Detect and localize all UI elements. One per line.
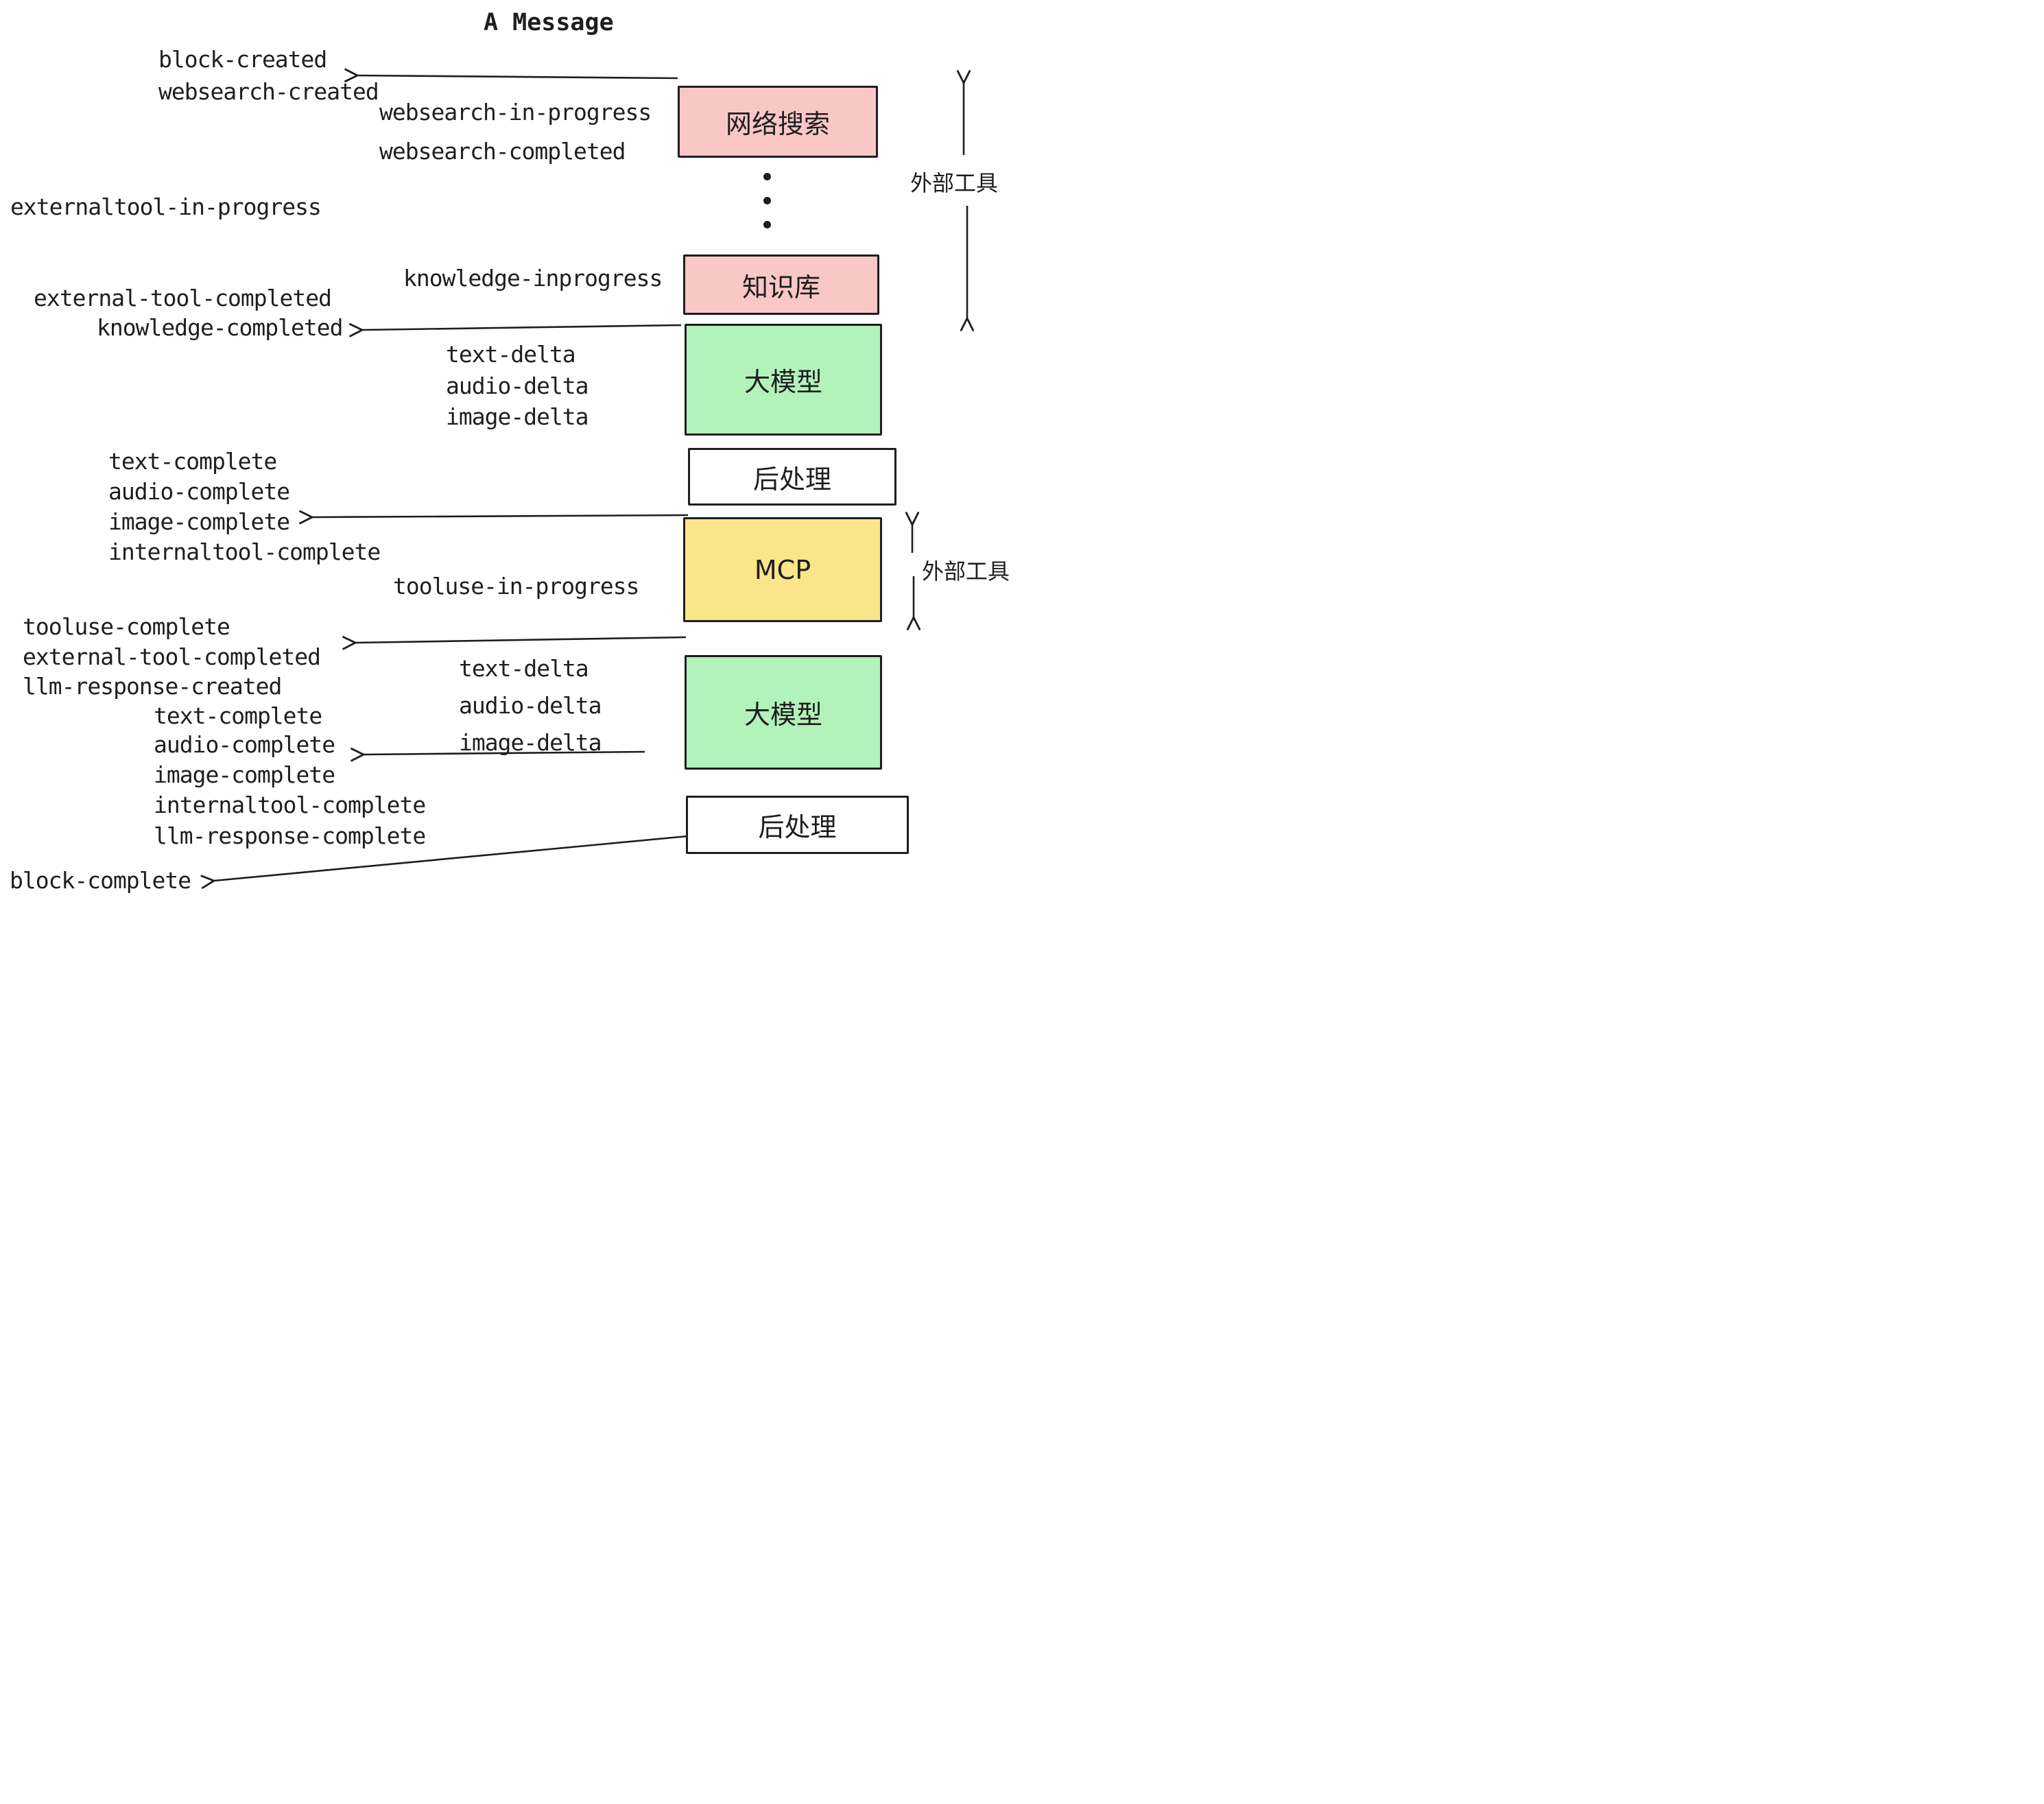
box-postprocess-1: 后处理: [688, 448, 896, 506]
box-llm-1-label: 大模型: [744, 367, 822, 397]
event-audio-complete-2: audio-complete: [154, 731, 335, 758]
arrow-knowledge-completed: [348, 323, 682, 337]
box-postprocess-2: 后处理: [686, 796, 909, 854]
event-text-complete-1: text-complete: [108, 448, 277, 475]
vertical-ellipsis-dot: [763, 173, 771, 180]
event-text-delta-1: text-delta: [446, 341, 576, 368]
diagram-title: A Message: [484, 9, 614, 36]
event-image-complete-1: image-complete: [108, 508, 290, 535]
event-block-complete: block-complete: [10, 867, 191, 894]
event-knowledge-completed: knowledge-completed: [97, 314, 343, 341]
message-flow-diagram: A Message block-created websearch-create…: [0, 0, 1022, 902]
event-audio-delta-2: audio-delta: [459, 692, 602, 719]
arrow-websearch-created: [344, 68, 678, 82]
event-text-complete-2: text-complete: [154, 702, 322, 729]
box-websearch: 网络搜索: [678, 86, 878, 158]
event-image-delta-2: image-delta: [459, 729, 602, 756]
box-postprocess-2-label: 后处理: [758, 812, 837, 842]
box-postprocess-1-label: 后处理: [752, 464, 831, 495]
box-llm-2-label: 大模型: [744, 700, 822, 730]
event-tooluse-complete: tooluse-complete: [23, 613, 230, 640]
box-knowledge-label: 知识库: [741, 272, 820, 302]
event-knowledge-inprogress: knowledge-inprogress: [403, 265, 663, 292]
event-llm-response-complete: llm-response-complete: [154, 822, 426, 849]
arrow-tooluse-complete: [342, 636, 687, 650]
event-block-created: block-created: [158, 46, 327, 73]
external-tools-label-1: 外部工具: [910, 170, 999, 196]
event-text-delta-2: text-delta: [459, 655, 589, 682]
event-websearch-in-progress: websearch-in-progress: [379, 99, 652, 126]
box-mcp-label: MCP: [754, 554, 811, 585]
box-llm-1: 大模型: [685, 324, 882, 436]
event-image-delta-1: image-delta: [446, 403, 589, 430]
event-internaltool-complete-2: internaltool-complete: [154, 792, 426, 818]
event-llm-response-created: llm-response-created: [23, 673, 282, 700]
arrow-internal-complete: [299, 510, 689, 525]
event-internaltool-complete-1: internaltool-complete: [108, 538, 381, 565]
event-external-tool-completed-1: external-tool-completed: [34, 285, 332, 311]
box-websearch-label: 网络搜索: [725, 109, 830, 139]
event-external-tool-completed-2: external-tool-completed: [23, 643, 321, 670]
event-websearch-created: websearch-created: [158, 78, 379, 105]
event-websearch-completed: websearch-completed: [379, 138, 626, 165]
event-image-complete-2: image-complete: [154, 761, 335, 788]
box-mcp: MCP: [683, 517, 882, 622]
vertical-ellipsis-dot: [763, 221, 771, 228]
external-tools-label-2: 外部工具: [922, 558, 1010, 584]
event-tooluse-in-progress: tooluse-in-progress: [393, 573, 639, 600]
event-audio-delta-1: audio-delta: [446, 372, 589, 399]
vertical-ellipsis-dot: [763, 197, 771, 204]
event-audio-complete-1: audio-complete: [108, 478, 290, 505]
box-llm-2: 大模型: [685, 655, 882, 770]
box-knowledge: 知识库: [683, 254, 879, 315]
event-externaltool-in-progress: externaltool-in-progress: [10, 193, 322, 220]
